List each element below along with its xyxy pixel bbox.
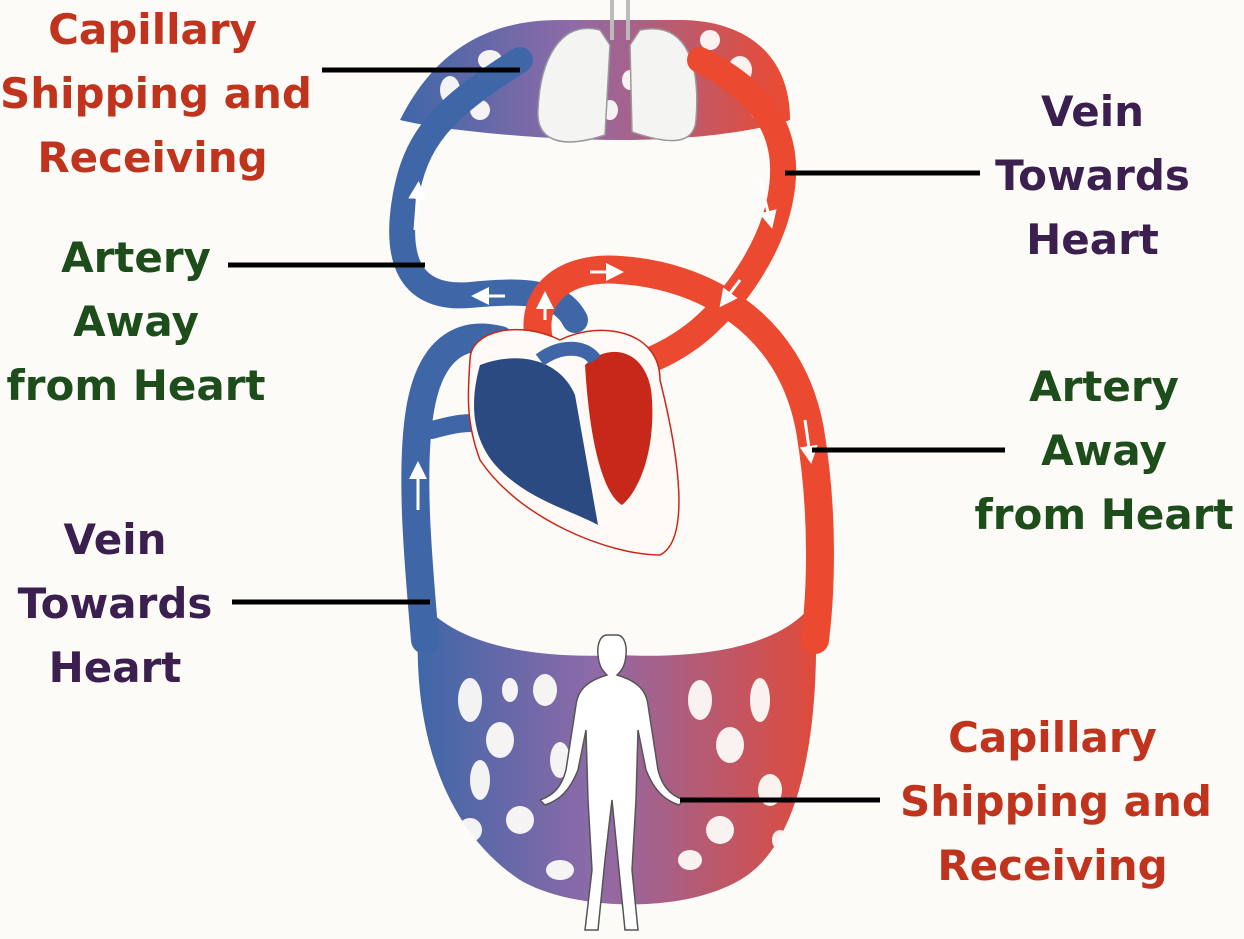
lungs-icon (537, 0, 698, 143)
label-line: Away (1041, 426, 1167, 475)
label-line: Towards (17, 579, 213, 628)
label-line: Artery (61, 233, 211, 282)
label-line: Receiving (937, 841, 1168, 890)
label-line: Towards (995, 151, 1190, 200)
capillary-top-label: Capillary Shipping and Receiving (0, 0, 312, 190)
label-line: Capillary (948, 713, 1157, 762)
heart-icon (467, 328, 680, 556)
vein-left-label: Vein Towards Heart (0, 508, 230, 700)
aorta (523, 255, 834, 654)
label-line: from Heart (6, 361, 266, 410)
label-line: from Heart (974, 490, 1234, 539)
artery-right-label: Artery Away from Heart (964, 355, 1244, 547)
label-line: Shipping and (0, 69, 312, 118)
label-line: Heart (1026, 215, 1159, 264)
label-line: Vein (63, 515, 167, 564)
label-line: Away (73, 297, 199, 346)
leader-lines (228, 67, 1005, 803)
vein-right-label: Vein Towards Heart (985, 80, 1200, 272)
label-line: Shipping and (900, 777, 1212, 826)
capillary-bottom-label: Capillary Shipping and Receiving (900, 706, 1212, 898)
pulmonary-vein (607, 47, 797, 383)
human-body-icon (538, 634, 686, 931)
label-line: Receiving (37, 133, 268, 182)
artery-left-label: Artery Away from Heart (0, 226, 272, 418)
flow-arrows (408, 179, 818, 510)
vena-cava (401, 323, 514, 654)
label-line: Capillary (48, 5, 257, 54)
label-line: Heart (48, 643, 182, 692)
label-line: Vein (1041, 87, 1144, 136)
label-line: Artery (1029, 362, 1179, 411)
